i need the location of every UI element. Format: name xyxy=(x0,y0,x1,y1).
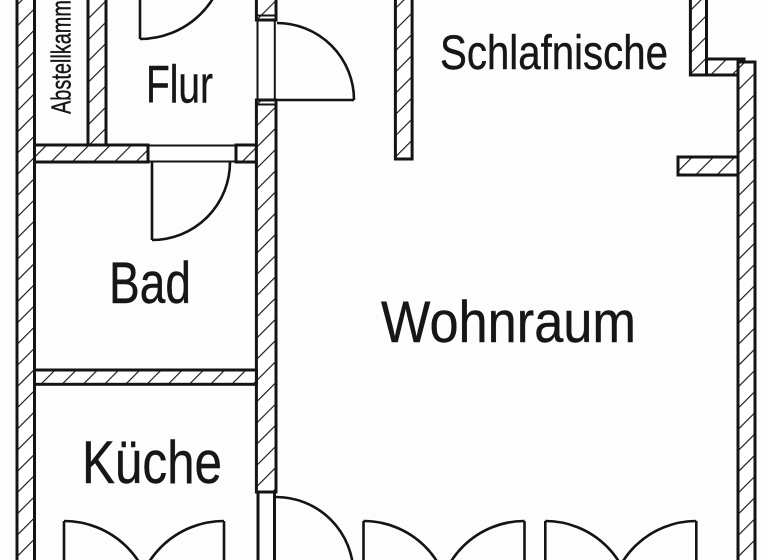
svg-text:Schlafnische: Schlafnische xyxy=(440,27,668,80)
svg-text:Abstellkammer: Abstellkammer xyxy=(46,0,77,114)
svg-text:Wohnraum: Wohnraum xyxy=(381,290,636,355)
svg-text:Küche: Küche xyxy=(82,429,222,496)
svg-text:Flur: Flur xyxy=(146,56,213,115)
svg-text:Bad: Bad xyxy=(109,251,191,316)
